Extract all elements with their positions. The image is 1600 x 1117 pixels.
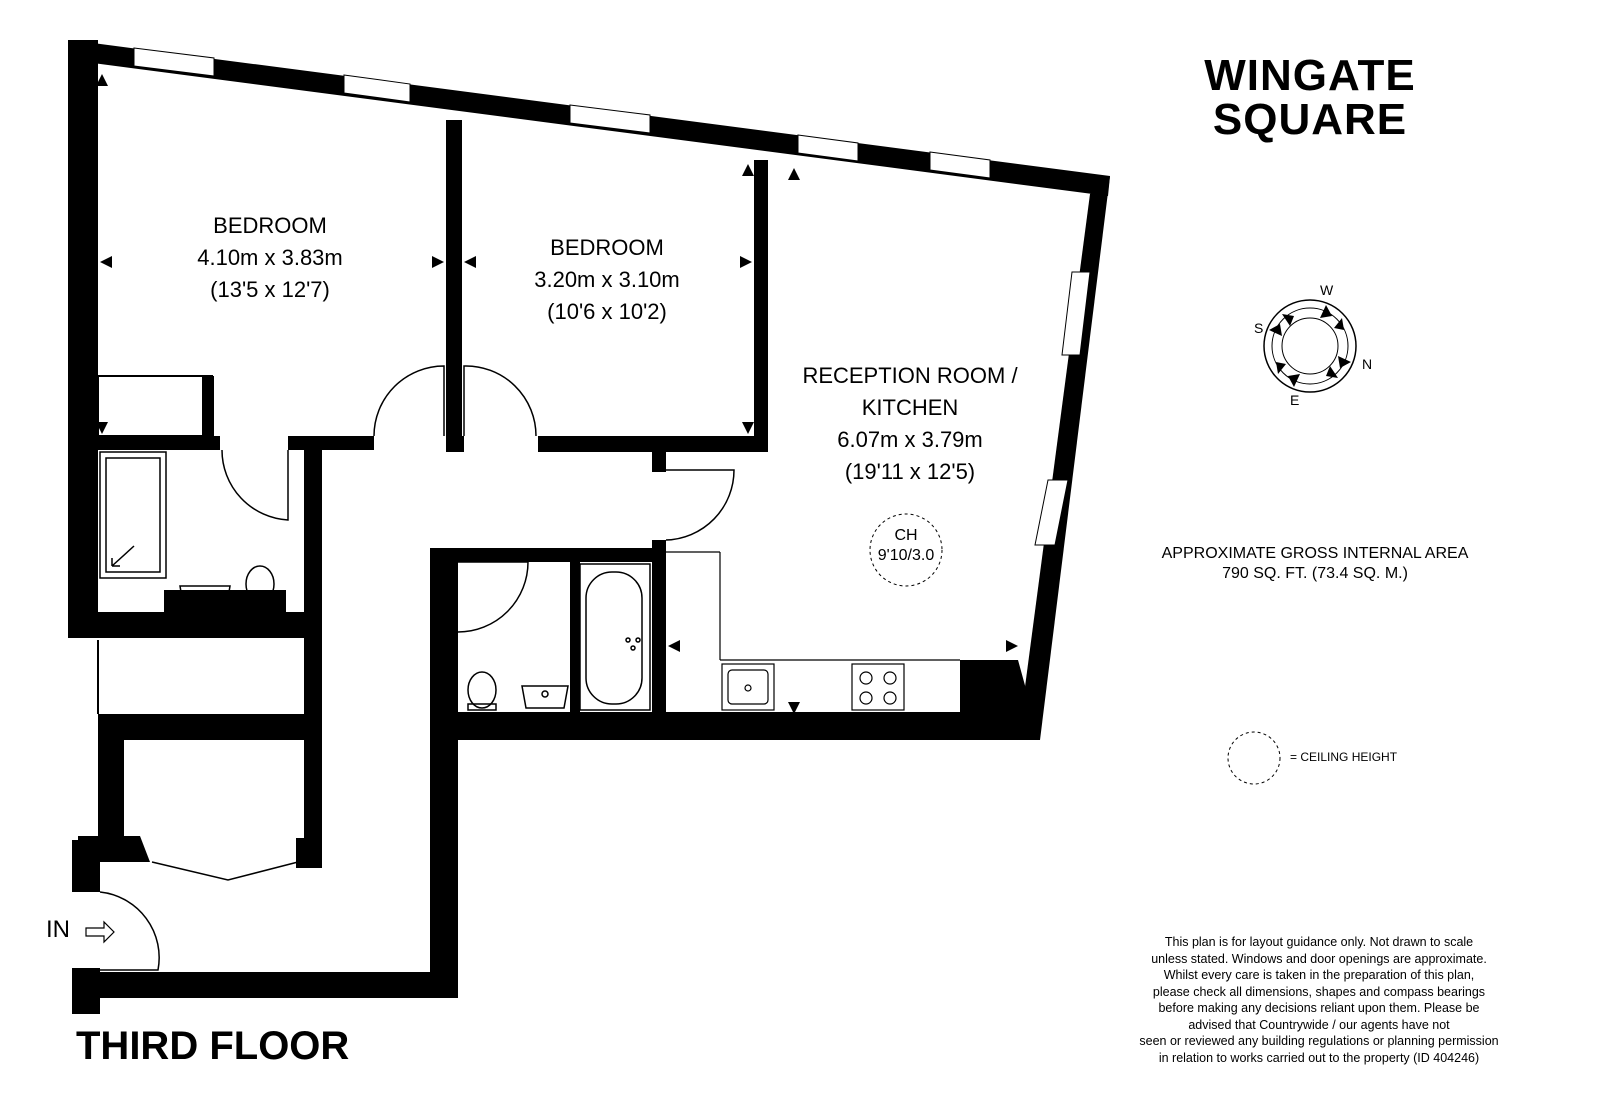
ceiling-height-abbrev: CH [894, 527, 918, 544]
bedroom-2-metric: 3.20m x 3.10m [534, 267, 680, 292]
reception-name-line2: KITCHEN [861, 395, 959, 420]
left-exterior-wall [68, 40, 98, 638]
entrance-arrow-icon [85, 920, 115, 944]
bedroom-2-imperial: (10'6 x 10'2) [547, 299, 667, 324]
disclaimer: This plan is for layout guidance only. N… [1100, 934, 1538, 1066]
lobby-right-stub [296, 838, 322, 868]
bathroom-right-wall [652, 540, 666, 712]
kitchen-bottom-wall [430, 660, 1040, 740]
wardrobe-outline [97, 375, 213, 437]
dimension-arrows [96, 74, 1018, 714]
disclaimer-line: in relation to works carried out to the … [1158, 1050, 1480, 1065]
bathroom-top-wall [430, 548, 666, 562]
disclaimer-line: This plan is for layout guidance only. N… [1164, 935, 1474, 949]
compass-w-label: W [1320, 282, 1334, 298]
top-wall-windows [133, 47, 991, 179]
disclaimer-line: seen or reviewed any building regulation… [1139, 1034, 1499, 1048]
area-line2: 790 SQ. FT. (73.4 SQ. M.) [1222, 565, 1408, 582]
bedroom2-door-jamb [446, 436, 464, 452]
bedroom-2-label: BEDROOM 3.20m x 3.10m (10'6 x 10'2) [487, 232, 727, 328]
lobby-left-wall [98, 714, 320, 838]
disclaimer-line: advised that Countrywide / our agents ha… [1188, 1017, 1450, 1032]
ensuite-bottom-wall [68, 612, 320, 638]
right-wall-windows [1034, 271, 1091, 546]
kitchen-fixtures [666, 551, 960, 711]
bedroom1-bottom-wall-left [98, 436, 220, 450]
reception-door-jamb [652, 452, 666, 472]
reception-metric: 6.07m x 3.79m [837, 427, 983, 452]
corridor-right-wall [430, 548, 458, 998]
bedroom-1-label: BEDROOM 4.10m x 3.83m (13'5 x 12'7) [150, 210, 390, 306]
disclaimer-line: unless stated. Windows and door openings… [1151, 951, 1487, 966]
ceiling-height-legend-circle [1227, 731, 1281, 785]
bedroom-partition-wall [446, 120, 462, 438]
ceiling-height-value: 9'10/3.0 [877, 547, 935, 564]
ensuite-fixtures [99, 451, 275, 611]
disclaimer-line: please check all dimensions, shapes and … [1152, 984, 1486, 999]
reception-name-line1: RECEPTION ROOM / [802, 363, 1018, 388]
door-swings [99, 365, 735, 971]
floor-label: THIRD FLOOR [76, 1024, 350, 1068]
ceiling-height-legend-text: = CEILING HEIGHT [1290, 750, 1398, 764]
bath-partition [570, 562, 580, 712]
bedroom1-bottom-wall-right [288, 436, 374, 450]
compass-icon [1263, 299, 1357, 393]
ceiling-height-label: CH 9'10/3.0 [856, 526, 956, 566]
reception-kitchen-label: RECEPTION ROOM / KITCHEN 6.07m x 3.79m (… [760, 360, 1060, 488]
ensuite-right-wall [304, 450, 322, 868]
reception-imperial: (19'11 x 12'5) [844, 459, 976, 484]
bedroom2-bottom-wall [538, 436, 768, 452]
wardrobe-wall [202, 376, 214, 436]
property-title-line1: WINGATE [1204, 51, 1416, 100]
disclaimer-line: before making any decisions reliant upon… [1158, 1001, 1480, 1015]
area-line1: APPROXIMATE GROSS INTERNAL AREA [1161, 545, 1469, 562]
right-exterior-wall [1018, 176, 1110, 740]
bedroom-1-metric: 4.10m x 3.83m [197, 245, 343, 270]
disclaimer-line: Whilst every care is taken in the prepar… [1163, 968, 1475, 982]
property-title-line2: SQUARE [1212, 95, 1408, 144]
entrance-left-wall [72, 840, 100, 892]
bedroom2-right-wall [754, 160, 768, 452]
bedroom-1-imperial: (13'5 x 12'7) [210, 277, 330, 302]
compass-n-label: N [1362, 356, 1373, 372]
compass-s-label: S [1254, 320, 1264, 336]
ceiling-height-marker [869, 513, 943, 587]
bathroom-fixtures [467, 563, 651, 711]
property-title: WINGATE SQUARE [1170, 54, 1450, 142]
bedroom-1-name: BEDROOM [213, 213, 327, 238]
entrance-label: IN [46, 916, 70, 943]
entrance-bottom-post [72, 968, 100, 1014]
entrance-bottom-wall [72, 972, 458, 998]
area-summary: APPROXIMATE GROSS INTERNAL AREA 790 SQ. … [1110, 544, 1520, 584]
compass-e-label: E [1290, 392, 1300, 408]
bedroom-2-name: BEDROOM [550, 235, 664, 260]
